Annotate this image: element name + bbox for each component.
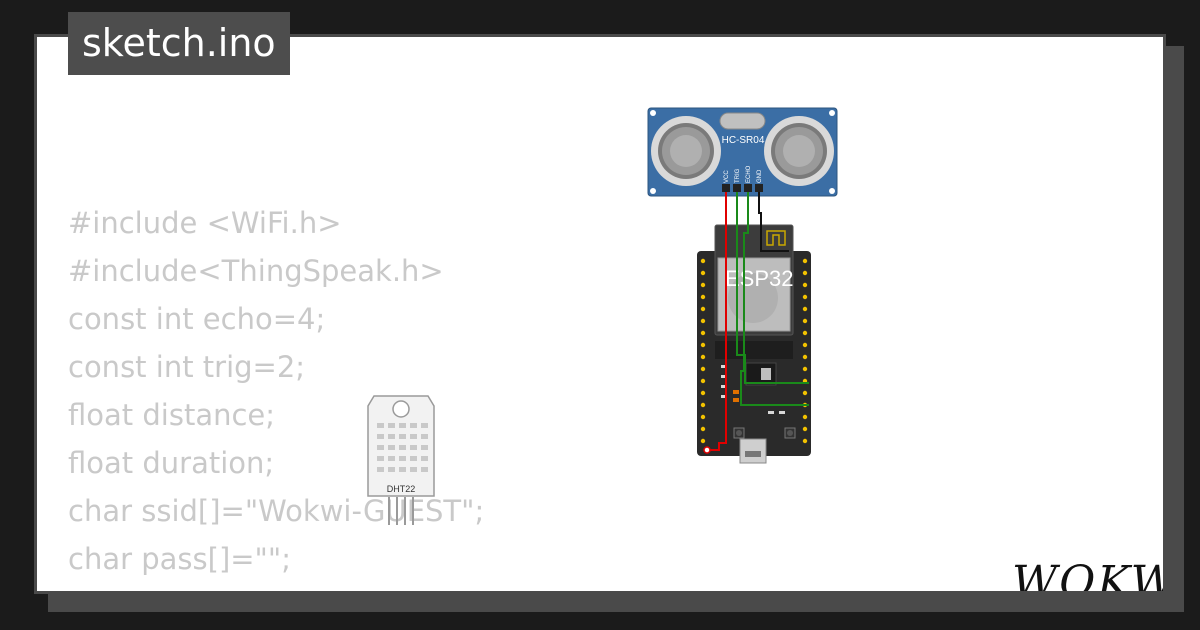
code-line: WiFiClient client; [68,583,484,591]
pin-label-vcc: VCC [724,170,730,183]
wire-gnd[interactable] [758,192,789,252]
esp32-board[interactable]: ESP32 [697,224,811,464]
code-line: float duration; [68,446,275,480]
code-line: float distance; [68,398,276,432]
pin-label-gnd: GND [757,169,763,183]
code-line: char pass[]=""; [68,542,292,576]
esp32-label: ESP32 [725,266,794,291]
wire-echo[interactable] [740,192,809,406]
code-preview: #include <WiFi.h> #include<ThingSpeak.h> c… [68,199,485,591]
dht22-sensor[interactable]: DHT22 [367,395,435,525]
transducer-right [764,116,834,186]
code-line: #include<ThingSpeak.h> [68,254,444,288]
circuit-diagram: DHT22 HC-SR04 [367,107,838,525]
project-card: #include <WiFi.h> #include<ThingSpeak.h> c… [34,34,1166,594]
code-line: #include <WiFi.h> [68,206,342,240]
dht22-label: DHT22 [387,484,416,494]
wokwi-logo[interactable]: WOKWi [1012,557,1163,594]
pin-label-echo: ECHO [746,165,752,183]
wire-vcc[interactable] [707,192,727,451]
wires [703,192,809,454]
hc-sr04-label: HC-SR04 [722,135,765,146]
hc-sr04-sensor[interactable]: HC-SR04 VCC TRIG ECHO GND [647,107,838,197]
file-tab[interactable]: sketch.ino [68,12,290,75]
code-line: char ssid[]="Wokwi-GUEST"; [68,494,485,528]
transducer-left [651,116,721,186]
code-line: const int trig=2; [68,350,306,384]
pin-label-trig: TRIG [735,168,741,183]
code-line: const int echo=4; [68,302,326,336]
